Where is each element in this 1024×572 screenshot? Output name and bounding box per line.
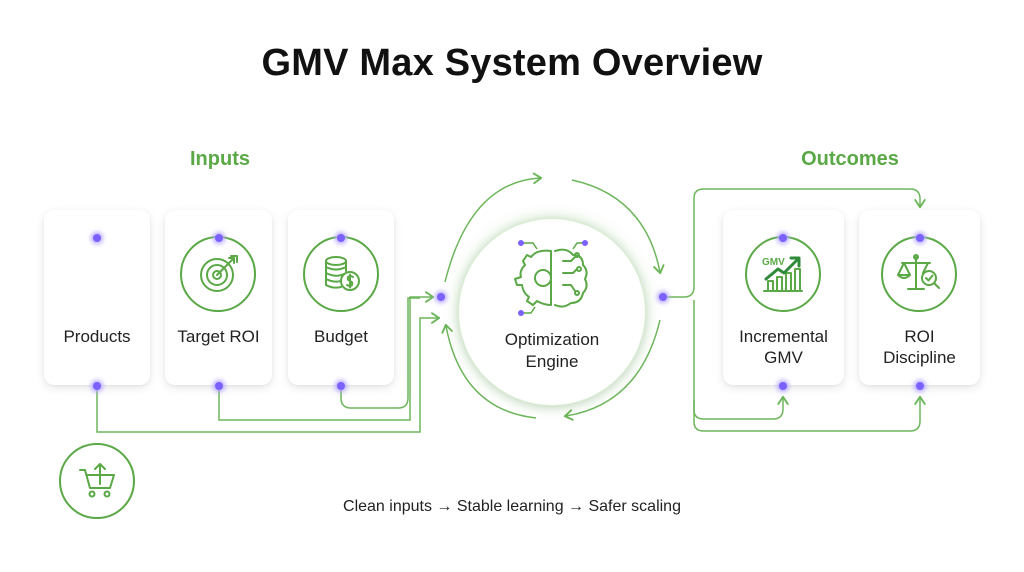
connector-products-engine: [96, 312, 441, 433]
input-label-products: Products: [63, 327, 131, 346]
node-dot-gmv-top: [777, 232, 789, 244]
node-dot-engine-in: [435, 291, 447, 303]
target-arrow-icon: [180, 236, 256, 312]
loop-arc-left: [441, 323, 537, 419]
outcome-label-roi-line1: ROI: [904, 327, 935, 346]
coin-stack-dollar-icon: [303, 236, 379, 312]
outcome-label-gmv-line2: GMV: [764, 348, 803, 367]
flow-caption: Clean inputs → Stable learning → Safer s…: [343, 498, 681, 515]
node-dot-roi-bottom: [914, 380, 926, 392]
node-dot-target-bottom: [213, 380, 225, 392]
outcome-label-incremental-gmv: Incremental GMV: [723, 326, 844, 368]
outcomes-heading: Outcomes: [801, 148, 899, 170]
node-dot-products-top: [91, 232, 103, 244]
input-label-budget: Budget: [314, 327, 368, 346]
loop-arc-right: [571, 179, 665, 275]
outcome-label-roi-line2: Discipline: [883, 348, 956, 367]
gmv-icon-text: GMV: [762, 257, 785, 268]
connector-budget-engine: [340, 297, 420, 409]
node-dot-roi-top: [914, 232, 926, 244]
node-dot-budget-top: [335, 232, 347, 244]
outcome-label-gmv-line1: Incremental: [739, 327, 828, 346]
outcome-label-roi-discipline: ROI Discipline: [859, 326, 980, 368]
node-dot-budget-bottom: [335, 380, 347, 392]
connector-engine-roi-bottom: [693, 395, 926, 432]
loop-arc-top: [444, 172, 543, 283]
optimization-engine: Optimization Engine: [458, 218, 646, 406]
connector-engine-roi-top: [664, 188, 926, 298]
node-dot-engine-out: [657, 291, 669, 303]
node-dot-gmv-bottom: [777, 380, 789, 392]
loop-arc-bottom: [563, 319, 661, 421]
shopping-cart-upload-icon: [59, 443, 135, 519]
brain-gear-circuit-icon: [514, 240, 588, 316]
node-dots: [91, 232, 926, 392]
page-title: GMV Max System Overview: [261, 42, 763, 84]
gmv-growth-chart-icon: GMV: [745, 236, 821, 312]
engine-label: Optimization Engine: [459, 329, 645, 373]
node-dot-products-bottom: [91, 380, 103, 392]
connector-target-engine: [218, 291, 435, 421]
engine-label-line2: Engine: [525, 352, 579, 371]
engine-label-line1: Optimization: [504, 330, 600, 349]
input-label-target-roi: Target ROI: [177, 327, 260, 346]
node-dot-target-top: [213, 232, 225, 244]
inputs-heading: Inputs: [190, 148, 250, 170]
